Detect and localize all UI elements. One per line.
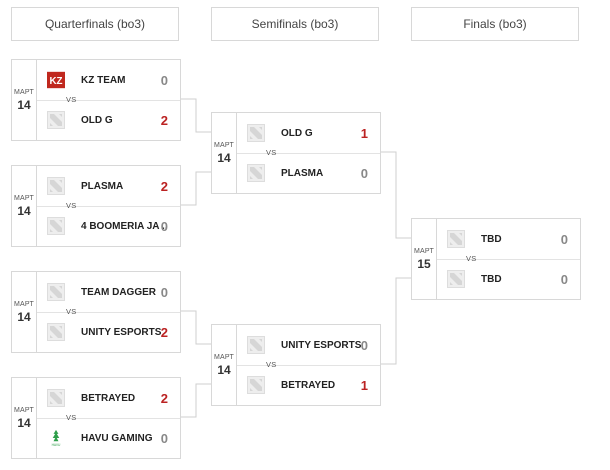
team-score: 2	[160, 112, 168, 128]
team-score: 2	[160, 390, 168, 406]
vs-label: VS	[266, 360, 277, 369]
team-row[interactable]: PLASMA 0	[237, 153, 380, 193]
team-logo-icon: HAVU	[47, 429, 65, 447]
team-name[interactable]: TBD	[481, 273, 502, 285]
match-month: МАРТ	[14, 300, 34, 308]
match-month: МАРТ	[214, 353, 234, 361]
team-logo-icon	[47, 111, 65, 129]
team-row[interactable]: 4 BOOMERIA JA ...0	[37, 206, 180, 246]
team-score: 2	[160, 178, 168, 194]
team-row[interactable]: KZ KZ TEAM 0	[37, 60, 180, 101]
team-score: 0	[160, 430, 168, 446]
team-logo-icon	[247, 376, 265, 394]
team-name[interactable]: PLASMA	[81, 180, 124, 192]
vs-label: VS	[66, 201, 77, 210]
team-logo-icon	[247, 124, 265, 142]
team-name[interactable]: HAVU GAMING	[81, 432, 153, 444]
match-day: 14	[17, 203, 31, 218]
team-row[interactable]: PLASMA 2	[37, 166, 180, 207]
vs-label: VS	[466, 254, 477, 263]
match-day: 15	[417, 256, 431, 271]
match-day: 14	[217, 150, 231, 165]
team-score: 1	[360, 125, 368, 141]
match-day: 14	[217, 362, 231, 377]
team-name[interactable]: 4 BOOMERIA JA ...	[81, 220, 167, 232]
team-name[interactable]: TBD	[481, 233, 502, 245]
match-month: МАРТ	[414, 247, 434, 255]
team-score: 1	[360, 377, 368, 393]
team-name[interactable]: BETRAYED	[281, 379, 336, 391]
match-month: МАРТ	[14, 88, 34, 96]
team-row[interactable]: OLD G 2	[37, 100, 180, 140]
match-day: 14	[17, 415, 31, 430]
vs-label: VS	[266, 148, 277, 157]
round-header-quarterfinals: Quarterfinals (bo3)	[11, 7, 179, 41]
vs-label: VS	[66, 307, 77, 316]
team-name[interactable]: TEAM DAGGER	[81, 286, 156, 298]
team-name[interactable]: PLASMA	[281, 167, 324, 179]
team-name[interactable]: UNITY ESPORTS	[81, 326, 162, 338]
vs-label: VS	[66, 95, 77, 104]
team-name[interactable]: UNITY ESPORTS	[281, 339, 362, 351]
svg-text:KZ: KZ	[49, 76, 62, 87]
match-day: 14	[17, 309, 31, 324]
svg-text:HAVU: HAVU	[52, 443, 61, 447]
team-logo-icon	[447, 230, 465, 248]
team-row[interactable]: BETRAYED 2	[37, 378, 180, 419]
team-logo-icon	[247, 164, 265, 182]
team-logo-icon: KZ	[47, 71, 65, 89]
team-logo-icon	[47, 177, 65, 195]
round-header-semifinals: Semifinals (bo3)	[211, 7, 379, 41]
team-row[interactable]: TBD 0	[437, 259, 580, 299]
match-month: МАРТ	[14, 194, 34, 202]
team-score: 0	[360, 165, 368, 181]
team-row[interactable]: TEAM DAGGER 0	[37, 272, 180, 313]
team-row[interactable]: OLD G 1	[237, 113, 380, 154]
team-score: 0	[360, 337, 368, 353]
team-row[interactable]: HAVU HAVU GAMING 0	[37, 418, 180, 458]
team-name[interactable]: OLD G	[281, 127, 313, 139]
team-score: 0	[160, 218, 168, 234]
round-header-finals: Finals (bo3)	[411, 7, 579, 41]
match-month: МАРТ	[214, 141, 234, 149]
team-row[interactable]: BETRAYED 1	[237, 365, 380, 405]
match-day: 14	[17, 97, 31, 112]
team-score: 2	[160, 324, 168, 340]
team-name[interactable]: BETRAYED	[81, 392, 136, 404]
team-logo-icon	[447, 270, 465, 288]
team-logo-icon	[47, 389, 65, 407]
team-score: 0	[560, 231, 568, 247]
team-logo-icon	[47, 283, 65, 301]
team-name[interactable]: KZ TEAM	[81, 74, 126, 86]
team-score: 0	[560, 271, 568, 287]
team-name[interactable]: OLD G	[81, 114, 113, 126]
team-row[interactable]: TBD 0	[437, 219, 580, 260]
team-logo-icon	[47, 217, 65, 235]
team-score: 0	[160, 72, 168, 88]
team-score: 0	[160, 284, 168, 300]
team-logo-icon	[247, 336, 265, 354]
team-logo-icon	[47, 323, 65, 341]
vs-label: VS	[66, 413, 77, 422]
match-month: МАРТ	[14, 406, 34, 414]
